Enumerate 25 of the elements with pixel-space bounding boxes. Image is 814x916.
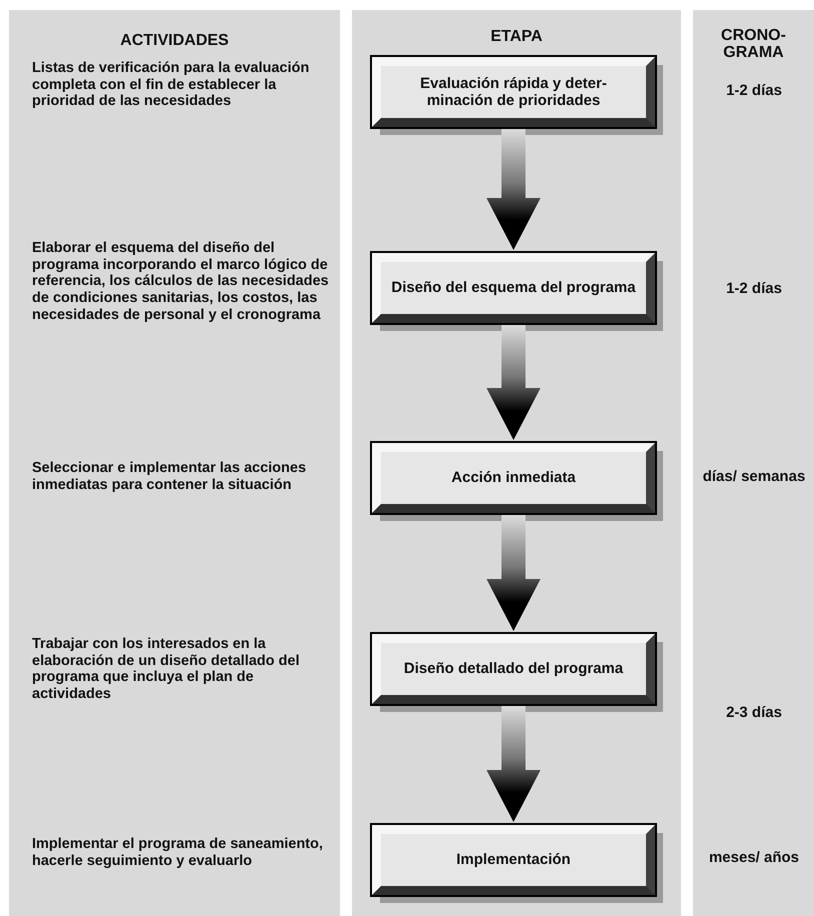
column-header: ETAPA: [490, 28, 544, 46]
stage-label: Diseño del esquema del programa: [390, 279, 637, 297]
down-arrow: [486, 515, 540, 631]
stage-label: Diseño detallado del programa: [402, 660, 624, 678]
column-header: ACTIVIDADES: [119, 32, 230, 50]
column-band: [693, 10, 814, 916]
down-arrow: [486, 129, 540, 250]
down-arrow: [486, 706, 540, 822]
stage-label: Acción inmediata: [450, 469, 577, 487]
duration-text: 2-3 días: [725, 704, 783, 722]
stage-label: Implementación: [455, 851, 572, 869]
column-band: [9, 10, 340, 916]
duration-text: 1-2 días: [725, 280, 783, 298]
duration-text: meses/ años: [708, 849, 800, 866]
activity-text: Listas de verificación para la evaluación completa con el fin de establecer la prioridad de las necesidades: [32, 60, 310, 110]
stage-label: Evaluación rápida y deter- minación de prioridades: [419, 74, 608, 110]
activity-text: Elaborar el esquema del diseño del programa incorporando el marco lógico de referencia, los cálculos de las necesidades de condiciones sanitarias, los costos, las necesidades de personal y el cronograma: [32, 240, 330, 324]
duration-text: 1-2 días: [725, 82, 783, 100]
column-header: CRONO- GRAMA: [720, 28, 787, 62]
down-arrow: [486, 325, 540, 440]
duration-text: días/ semanas: [702, 468, 806, 486]
column-band: [352, 10, 681, 916]
activity-text: Trabajar con los interesados en la elaboración de un diseño detallado del programa que incluya el plan de actividades: [32, 636, 300, 703]
activity-text: Seleccionar e implementar las acciones inmediatas para contener la situación: [32, 460, 308, 494]
activity-text: Implementar el programa de saneamiento, hacerle seguimiento y evaluarlo: [32, 836, 324, 870]
